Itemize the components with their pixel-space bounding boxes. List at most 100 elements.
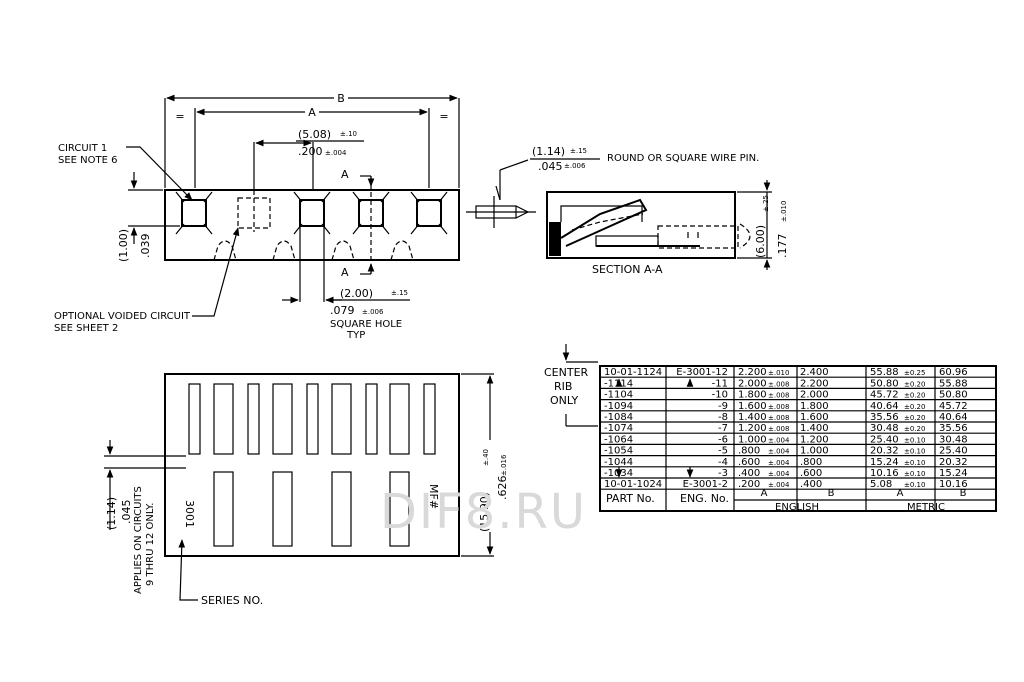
cell-a-mm-tol: ±0.25 xyxy=(904,369,925,377)
cell-eng: -11 xyxy=(712,378,728,389)
cell-a-in: .800 xyxy=(738,446,760,457)
cell-a-mm: 35.56 xyxy=(870,412,899,423)
cell-a-in: .400 xyxy=(738,468,760,479)
cell-eng: E-3001-2 xyxy=(683,479,728,490)
cell-b-in: 1.800 xyxy=(800,401,829,412)
cell-a-in-tol: ±.004 xyxy=(768,470,790,478)
section-hatch-block xyxy=(549,222,561,256)
cell-part: -1084 xyxy=(604,412,633,423)
eq-left: = xyxy=(175,110,184,123)
pitch-metric-tol: ±.10 xyxy=(340,130,357,138)
header-metric: METRIC xyxy=(907,502,945,513)
depth-metric-tol: ±.40 xyxy=(482,449,490,466)
cell-b-in: 1.200 xyxy=(800,434,829,445)
cell-a-in: 1.600 xyxy=(738,401,767,412)
depth-inch: .626 xyxy=(496,476,509,501)
cell-a-mm: 15.24 xyxy=(870,457,899,468)
cell-a-in-tol: ±.010 xyxy=(768,369,789,377)
cell-b-in: 2.400 xyxy=(800,367,829,378)
header-a-english: A xyxy=(761,488,768,499)
cell-eng: -10 xyxy=(712,390,728,401)
cell-a-mm-tol: ±0.20 xyxy=(904,425,925,433)
cell-part: -1054 xyxy=(604,446,633,457)
cell-a-mm: 55.88 xyxy=(870,367,899,378)
housing-bottom-outline xyxy=(164,373,460,557)
section-caption: SECTION A-A xyxy=(592,263,663,276)
cell-b-mm: 60.96 xyxy=(939,367,968,378)
pitch-inch: .200 xyxy=(298,145,323,158)
dim-a-label: A xyxy=(308,106,316,119)
dim-b-label: B xyxy=(337,92,345,105)
pin-metric-tol: ±.15 xyxy=(570,147,587,155)
cell-a-mm: 45.72 xyxy=(870,390,899,401)
cell-a-mm-tol: ±0.20 xyxy=(904,380,925,388)
section-outline xyxy=(546,191,736,259)
square-hole-5 xyxy=(410,191,448,235)
table-grid xyxy=(600,366,996,511)
cell-b-in: 1.000 xyxy=(800,446,829,457)
pin-label: ROUND OR SQUARE WIRE PIN. xyxy=(607,153,759,164)
cell-a-mm-tol: ±0.10 xyxy=(904,481,925,489)
cell-eng: -6 xyxy=(718,434,728,445)
rib-slots-lower xyxy=(213,471,410,547)
cell-b-in: 2.200 xyxy=(800,378,829,389)
cell-a-in-tol: ±.008 xyxy=(768,425,789,433)
rib-metric: (1.14) xyxy=(105,497,118,530)
rib-note-1: APPLIES ON CIRCUITS xyxy=(133,486,144,594)
cell-a-mm-tol: ±0.20 xyxy=(904,392,925,400)
top-view: B A = = (5.08) ±.10 .200 ±.004 xyxy=(54,91,460,341)
cell-a-mm: 30.48 xyxy=(870,423,899,434)
center-rib-line2: RIB xyxy=(554,380,572,393)
rib-inch: .045 xyxy=(120,500,133,525)
cell-part: 10-01-1024 xyxy=(604,479,662,490)
cell-a-in-tol: ±.008 xyxy=(768,403,789,411)
section-mark-top: A xyxy=(341,168,349,181)
cell-eng: -3 xyxy=(718,468,728,479)
cell-a-in-tol: ±.008 xyxy=(768,392,789,400)
hole-inch-tol: ±.006 xyxy=(362,308,384,316)
voided-line1: OPTIONAL VOIDED CIRCUIT xyxy=(54,311,191,322)
cell-a-mm: 5.08 xyxy=(870,479,892,490)
voided-line2: SEE SHEET 2 xyxy=(54,323,118,334)
pin-inch-tol: ±.006 xyxy=(564,162,586,170)
cell-b-mm: 50.80 xyxy=(939,390,968,401)
section-height-metric-tol: ±.25 xyxy=(762,195,770,212)
cell-eng: -9 xyxy=(718,401,728,412)
cell-a-in: 2.200 xyxy=(738,367,767,378)
cell-part: -1104 xyxy=(604,390,633,401)
hole-inch: .079 xyxy=(330,304,355,317)
cell-part: -1044 xyxy=(604,457,633,468)
cell-a-mm-tol: ±0.20 xyxy=(904,403,925,411)
cell-a-mm: 20.32 xyxy=(870,446,899,457)
cell-a-mm: 40.64 xyxy=(870,401,899,412)
section-height-metric: (6.00) xyxy=(754,225,767,258)
cell-b-mm: 30.48 xyxy=(939,434,968,445)
watermark: DIF8.RU xyxy=(380,484,587,540)
cell-b-mm: 40.64 xyxy=(939,412,968,423)
depth-metric: (15.90) xyxy=(478,492,491,532)
cell-a-mm-tol: ±0.10 xyxy=(904,436,925,444)
circuit1-line1: CIRCUIT 1 xyxy=(58,143,107,154)
cell-b-mm: 25.40 xyxy=(939,446,968,457)
center-rib-note: CENTER RIB ONLY xyxy=(544,344,598,427)
cell-b-mm: 20.32 xyxy=(939,457,968,468)
cell-a-mm-tol: ±0.10 xyxy=(904,470,925,478)
cell-b-in: .800 xyxy=(800,457,822,468)
series-label: SERIES NO. xyxy=(201,594,263,607)
hole-label-1: SQUARE HOLE xyxy=(330,319,402,330)
cell-b-in: .400 xyxy=(800,479,822,490)
section-view: (1.14) ±.15 .045 ±.006 ROUND OR SQUARE W… xyxy=(466,145,789,276)
section-mark-bottom: A xyxy=(341,266,349,279)
bottom-view: 3001 MF# SERIES NO. (1.14) .045 APPLIES … xyxy=(104,373,509,607)
cell-part: 10-01-1124 xyxy=(604,367,662,378)
pitch-inch-tol: ±.004 xyxy=(325,149,347,157)
cell-part: -1094 xyxy=(604,401,633,412)
cell-a-in-tol: ±.004 xyxy=(768,481,790,489)
cell-a-mm: 25.40 xyxy=(870,434,899,445)
header-eng: ENG. No. xyxy=(680,492,729,505)
cell-a-in: 1.400 xyxy=(738,412,767,423)
cell-part: -1114 xyxy=(604,378,633,389)
rib-note-2: 9 THRU 12 ONLY. xyxy=(145,503,156,586)
cell-a-in: 1.800 xyxy=(738,390,767,401)
